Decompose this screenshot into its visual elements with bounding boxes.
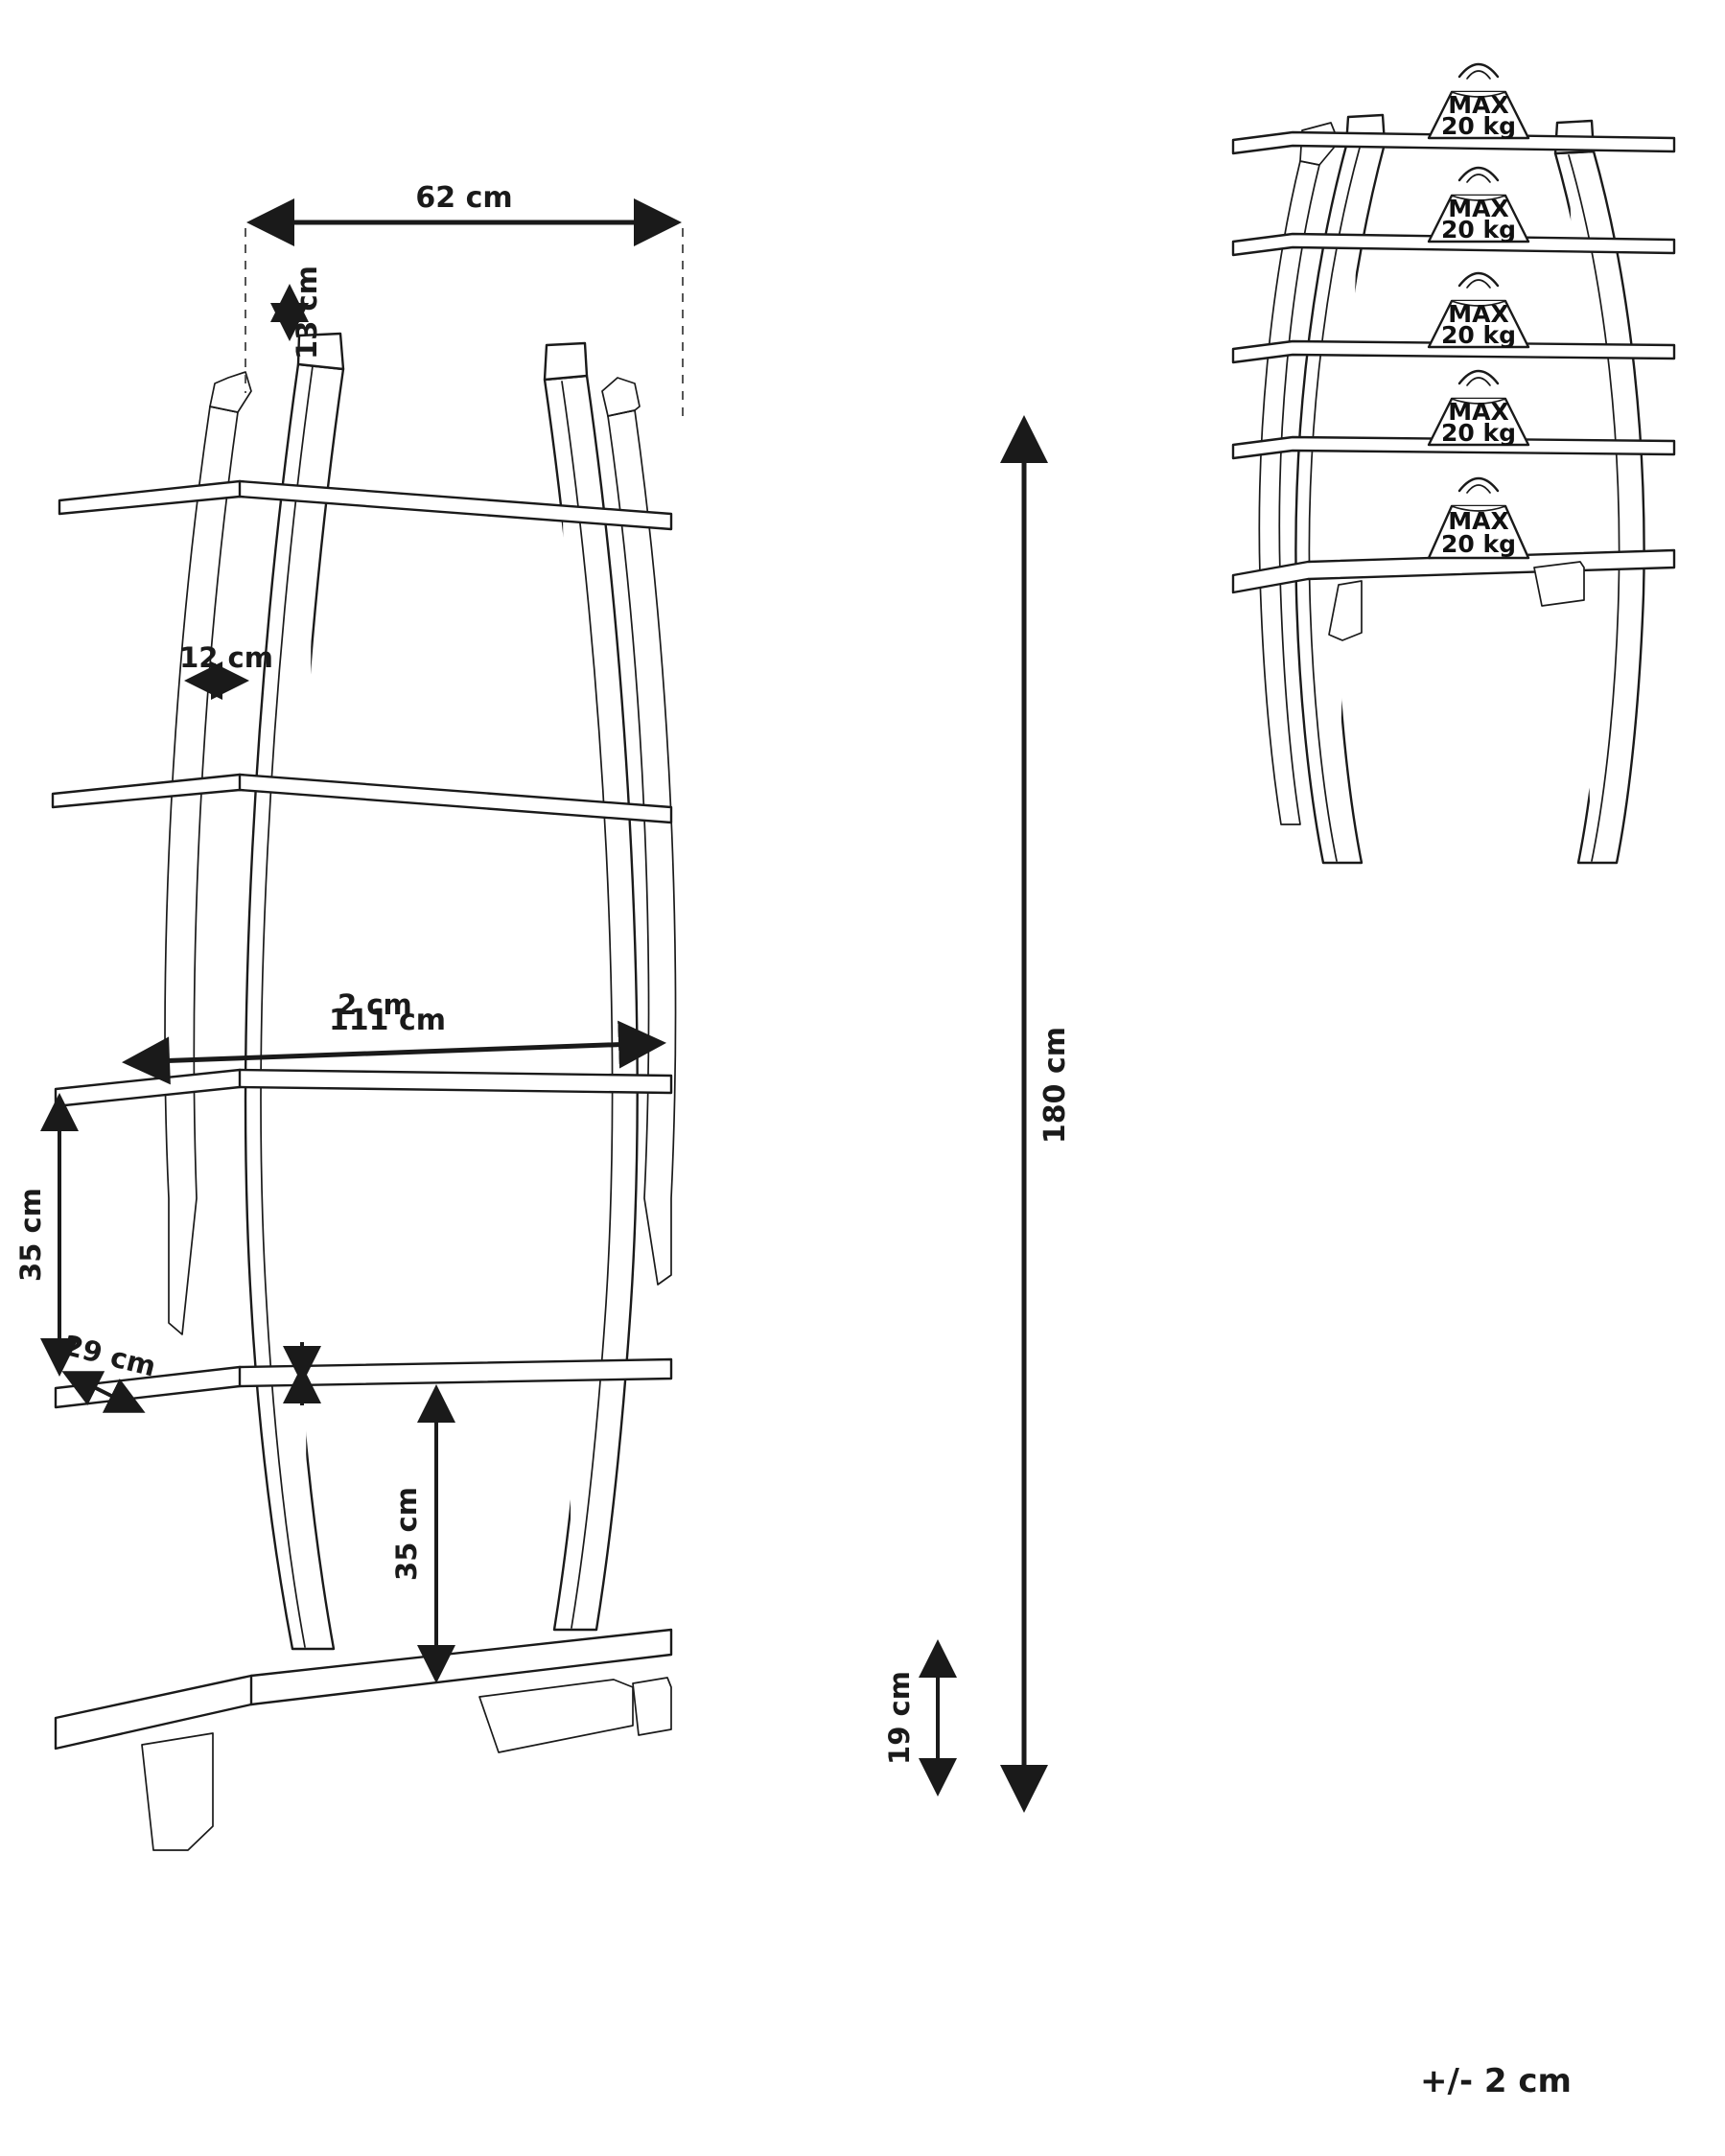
weight-icon-2: MAX 20 kg [1427, 166, 1530, 243]
weight-label-kg-4: 20 kg [1441, 419, 1516, 447]
weight-label-max-3: MAX [1448, 300, 1509, 328]
dimension-35cm-lower: 35 cm [390, 1384, 455, 1683]
load-shelf-4 [1231, 435, 1676, 460]
weight-label-max-4: MAX [1448, 398, 1509, 426]
weight-label-max-5: MAX [1448, 507, 1509, 535]
dimension-13cm: 13 cm [270, 266, 323, 359]
shelf-top [58, 479, 673, 531]
tolerance-note: +/- 2 cm [1420, 2062, 1572, 2100]
shelf-second [51, 773, 673, 824]
dimension-label-35cm-upper: 35 cm [14, 1188, 47, 1282]
dimension-label-13cm: 13 cm [291, 266, 323, 359]
main-bookshelf-illustration [51, 332, 677, 1851]
dimension-label-62cm: 62 cm [415, 181, 512, 215]
dimension-label-111cm: 111 cm [329, 1004, 446, 1037]
dimension-label-180cm: 180 cm [1038, 1027, 1072, 1144]
load-shelf-3 [1231, 339, 1676, 364]
weight-icon-5: MAX 20 kg [1427, 476, 1530, 560]
shelf-fourth [54, 1357, 673, 1409]
weight-label-kg-5: 20 kg [1441, 530, 1516, 558]
weight-label-kg-1: 20 kg [1441, 112, 1516, 140]
weight-label-kg-2: 20 kg [1441, 216, 1516, 243]
weight-icon-4: MAX 20 kg [1427, 369, 1530, 447]
dimension-12cm: 12 cm [179, 641, 273, 700]
weight-icon-1: MAX 20 kg [1427, 62, 1530, 140]
dimension-label-19cm: 19 cm [883, 1671, 916, 1765]
load-shelf-2 [1231, 232, 1676, 257]
load-shelf-1 [1231, 130, 1676, 155]
shelf-bottom [54, 1628, 673, 1851]
dimension-label-12cm: 12 cm [179, 641, 273, 674]
dimension-label-2cm: 2 cm [338, 988, 412, 1021]
dimension-2cm: 2 cm [283, 988, 412, 1405]
dimension-35cm-upper: 35 cm [14, 1093, 79, 1377]
load-shelf-5 [1231, 548, 1676, 641]
dimension-19cm: 19 cm [883, 1639, 957, 1797]
dimension-label-35cm-lower: 35 cm [390, 1487, 423, 1581]
weight-label-max-2: MAX [1448, 195, 1509, 222]
dimension-111cm: 111 cm [122, 1004, 666, 1085]
dimension-label-29cm: 29 cm [60, 1329, 159, 1383]
dimension-180cm: 180 cm [1000, 415, 1072, 1813]
dimension-62cm: 62 cm [245, 181, 684, 422]
weight-label-kg-3: 20 kg [1441, 321, 1516, 349]
load-capacity-illustration: MAX 20 kg MAX 20 kg MAX 20 kg [1231, 62, 1676, 865]
weight-icon-3: MAX 20 kg [1427, 271, 1530, 349]
weight-label-max-1: MAX [1448, 91, 1509, 119]
